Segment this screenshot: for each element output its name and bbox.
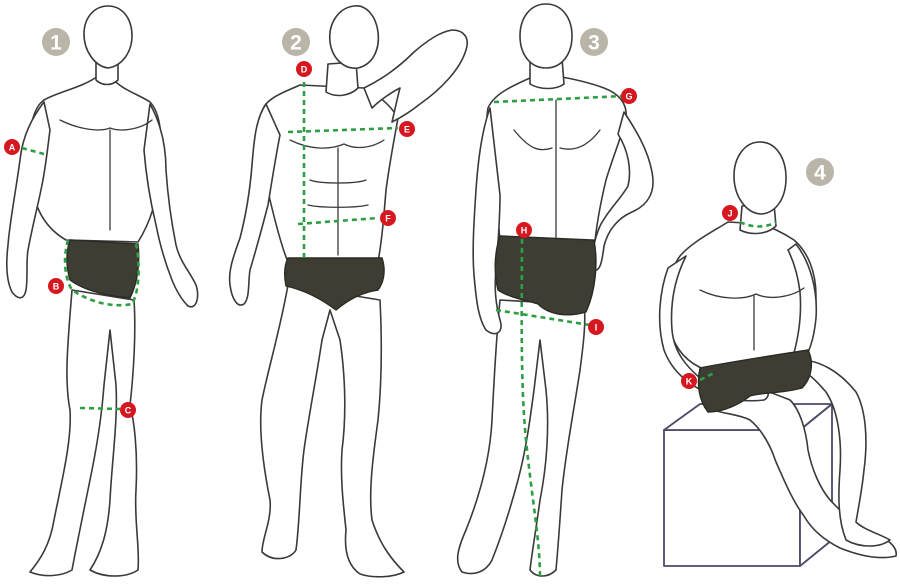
marker-g-label: G [625, 92, 632, 102]
figure-3-back-lines [513, 99, 601, 241]
marker-b: B [48, 278, 64, 294]
figure-3 [456, 3, 654, 579]
measure-line-g [493, 94, 625, 104]
figure-1-left-arm [6, 101, 51, 299]
marker-g: G [621, 88, 637, 104]
marker-f: F [380, 210, 396, 226]
marker-b-label: B [53, 282, 60, 292]
badge-3-label: 3 [588, 32, 600, 55]
figure-1-muscle-lines [59, 119, 153, 231]
figure-2-head [329, 5, 380, 69]
marker-a-label: A [9, 143, 16, 153]
marker-k: K [681, 373, 697, 389]
marker-c: C [120, 402, 136, 418]
figure-4-head [733, 141, 787, 215]
figure-4-legs [702, 379, 897, 559]
measure-line-c [79, 406, 121, 411]
badge-4-label: 4 [814, 162, 826, 185]
marker-f-label: F [385, 214, 391, 224]
figure-1-legs [29, 289, 140, 577]
marker-e-label: E [404, 125, 410, 135]
measure-line-b [63, 239, 140, 307]
figure-2 [228, 5, 468, 578]
figure-2-muscle-lines [289, 139, 385, 256]
marker-e: E [399, 121, 415, 137]
figure-1-head [83, 5, 133, 69]
badge-2: 2 [282, 28, 310, 56]
figure-1-brief [66, 239, 140, 299]
figure-2-neck [325, 61, 359, 97]
figure-3-right-arm [591, 111, 654, 271]
marker-j-label: J [727, 209, 732, 219]
marker-i-label: I [595, 323, 598, 333]
figure-2-brief [283, 257, 385, 311]
badge-4: 4 [806, 158, 834, 186]
figure-4-torso [667, 221, 817, 371]
figure-4-muscle-lines [699, 287, 805, 351]
measure-line-h [520, 229, 542, 579]
figure-3-brief [494, 235, 597, 316]
badge-1: 1 [42, 28, 70, 56]
measure-line-f [297, 216, 379, 226]
marker-c-label: C [125, 406, 132, 416]
measure-line-k [699, 370, 717, 382]
figure-1 [6, 5, 199, 577]
marker-h-label: H [521, 226, 528, 236]
figure-4-brief [697, 349, 813, 413]
figure-1-right-arm [143, 103, 199, 308]
marker-d-label: D [301, 65, 308, 75]
measure-line-j [739, 220, 777, 228]
marker-k-label: K [686, 377, 693, 387]
measure-line-e [287, 126, 399, 134]
measure-line-a [21, 146, 45, 156]
marker-i: I [588, 319, 604, 335]
marker-a: A [4, 139, 20, 155]
badge-1-label: 1 [50, 32, 62, 55]
measure-line-i [495, 308, 597, 328]
badge-3: 3 [580, 28, 608, 56]
figure-2-torso [259, 84, 399, 263]
figure-4-far-leg [799, 359, 891, 547]
figure-3-legs [456, 299, 586, 577]
figure-2-legs [259, 284, 405, 578]
badge-2-label: 2 [290, 32, 302, 55]
figure-2-left-arm [228, 103, 281, 306]
figure-2-raised-arm [363, 29, 468, 123]
marker-h: H [516, 222, 532, 238]
marker-d: D [296, 61, 312, 77]
figure-1-torso [28, 77, 162, 243]
figure-4 [658, 141, 897, 567]
marker-j: J [722, 205, 738, 221]
figure-3-head [519, 3, 573, 69]
